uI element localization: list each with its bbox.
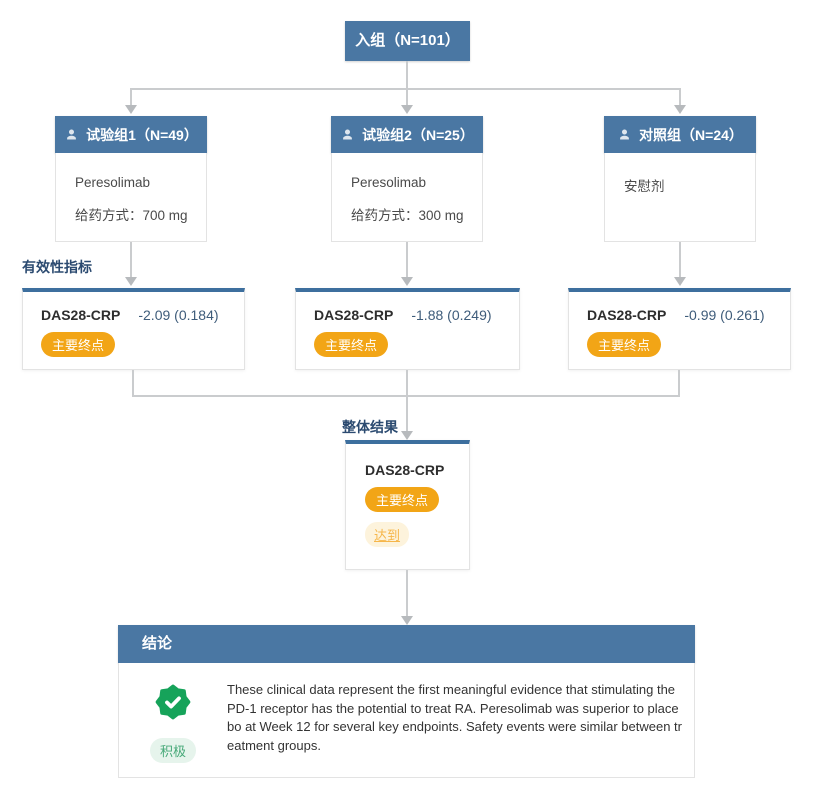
- efficacy-section-label: 有效性指标: [22, 259, 92, 275]
- connector-line: [406, 570, 408, 618]
- connector-line: [406, 370, 408, 397]
- endpoint-row: DAS28-CRP -2.09 (0.184): [41, 307, 232, 323]
- endpoint-name: DAS28-CRP: [314, 307, 394, 323]
- group-header-arm2: 试验组2（N=25）: [331, 116, 483, 153]
- arrowhead-icon: [674, 277, 686, 286]
- overall-endpoint-name: DAS28-CRP: [365, 462, 445, 478]
- conclusion-text: These clinical data represent the first …: [227, 682, 682, 753]
- connector-line: [130, 242, 132, 278]
- overall-section-label: 整体结果: [342, 419, 398, 435]
- endpoint-name: DAS28-CRP: [587, 307, 667, 323]
- connector-line: [406, 242, 408, 278]
- connector-line: [679, 88, 681, 107]
- group-dose: 给药方式：300 mg: [351, 208, 464, 223]
- group-body-control: 安慰剂: [604, 153, 756, 242]
- arrowhead-icon: [401, 105, 413, 114]
- endpoint-row: DAS28-CRP -0.99 (0.261): [587, 307, 778, 323]
- arrowhead-icon: [401, 431, 413, 440]
- conclusion-title: 结论: [118, 625, 695, 663]
- connector-line: [679, 242, 681, 278]
- endpoint-name: DAS28-CRP: [41, 307, 121, 323]
- group-header-control: 对照组（N=24）: [604, 116, 756, 153]
- connector-line: [130, 88, 681, 90]
- endpoint-met-badge[interactable]: 达到: [365, 522, 410, 547]
- conclusion-panel: 结论 积极 These clinical data represent the …: [118, 625, 695, 778]
- primary-endpoint-badge: 主要终点: [314, 332, 389, 357]
- group-body-arm2: Peresolimab 给药方式：300 mg: [331, 153, 483, 242]
- endpoint-box-arm1: DAS28-CRP -2.09 (0.184) 主要终点: [22, 288, 245, 370]
- arrowhead-icon: [401, 616, 413, 625]
- sentiment-badge: 积极: [149, 738, 196, 763]
- group-title: 试验组2（N=25）: [362, 126, 474, 143]
- connector-line: [130, 88, 132, 107]
- user-icon: [617, 127, 632, 142]
- verified-badge-icon: [154, 683, 192, 726]
- arrowhead-icon: [125, 105, 137, 114]
- primary-endpoint-badge: 主要终点: [41, 332, 116, 357]
- group-dose: 给药方式：700 mg: [75, 208, 188, 223]
- group-header-arm1: 试验组1（N=49）: [55, 116, 207, 153]
- group-drug: 安慰剂: [624, 179, 665, 194]
- connector-line: [678, 370, 680, 397]
- user-icon: [340, 127, 355, 142]
- primary-endpoint-badge: 主要终点: [587, 332, 662, 357]
- connector-line: [406, 395, 408, 433]
- primary-endpoint-badge: 主要终点: [365, 487, 440, 512]
- user-icon: [64, 127, 79, 142]
- overall-result-box: DAS28-CRP 主要终点 达到: [345, 440, 470, 570]
- endpoint-box-control: DAS28-CRP -0.99 (0.261) 主要终点: [568, 288, 791, 370]
- group-title: 对照组（N=24）: [639, 126, 743, 143]
- endpoint-value: -2.09 (0.184): [138, 307, 219, 323]
- endpoint-row: DAS28-CRP -1.88 (0.249): [314, 307, 507, 323]
- group-title: 试验组1（N=49）: [86, 126, 198, 143]
- arrowhead-icon: [125, 277, 137, 286]
- endpoint-value: -1.88 (0.249): [411, 307, 492, 323]
- group-drug: Peresolimab: [75, 175, 151, 190]
- connector-line: [406, 88, 408, 107]
- sentiment-column: 积极: [135, 679, 211, 763]
- arrowhead-icon: [401, 277, 413, 286]
- connector-line: [406, 61, 408, 89]
- group-drug: Peresolimab: [351, 175, 427, 190]
- conclusion-body: 积极 These clinical data represent the fir…: [118, 663, 695, 778]
- endpoint-box-arm2: DAS28-CRP -1.88 (0.249) 主要终点: [295, 288, 520, 370]
- enrollment-box: 入组（N=101）: [345, 21, 470, 61]
- endpoint-value: -0.99 (0.261): [684, 307, 765, 323]
- connector-line: [132, 370, 134, 397]
- arrowhead-icon: [674, 105, 686, 114]
- group-body-arm1: Peresolimab 给药方式：700 mg: [55, 153, 207, 242]
